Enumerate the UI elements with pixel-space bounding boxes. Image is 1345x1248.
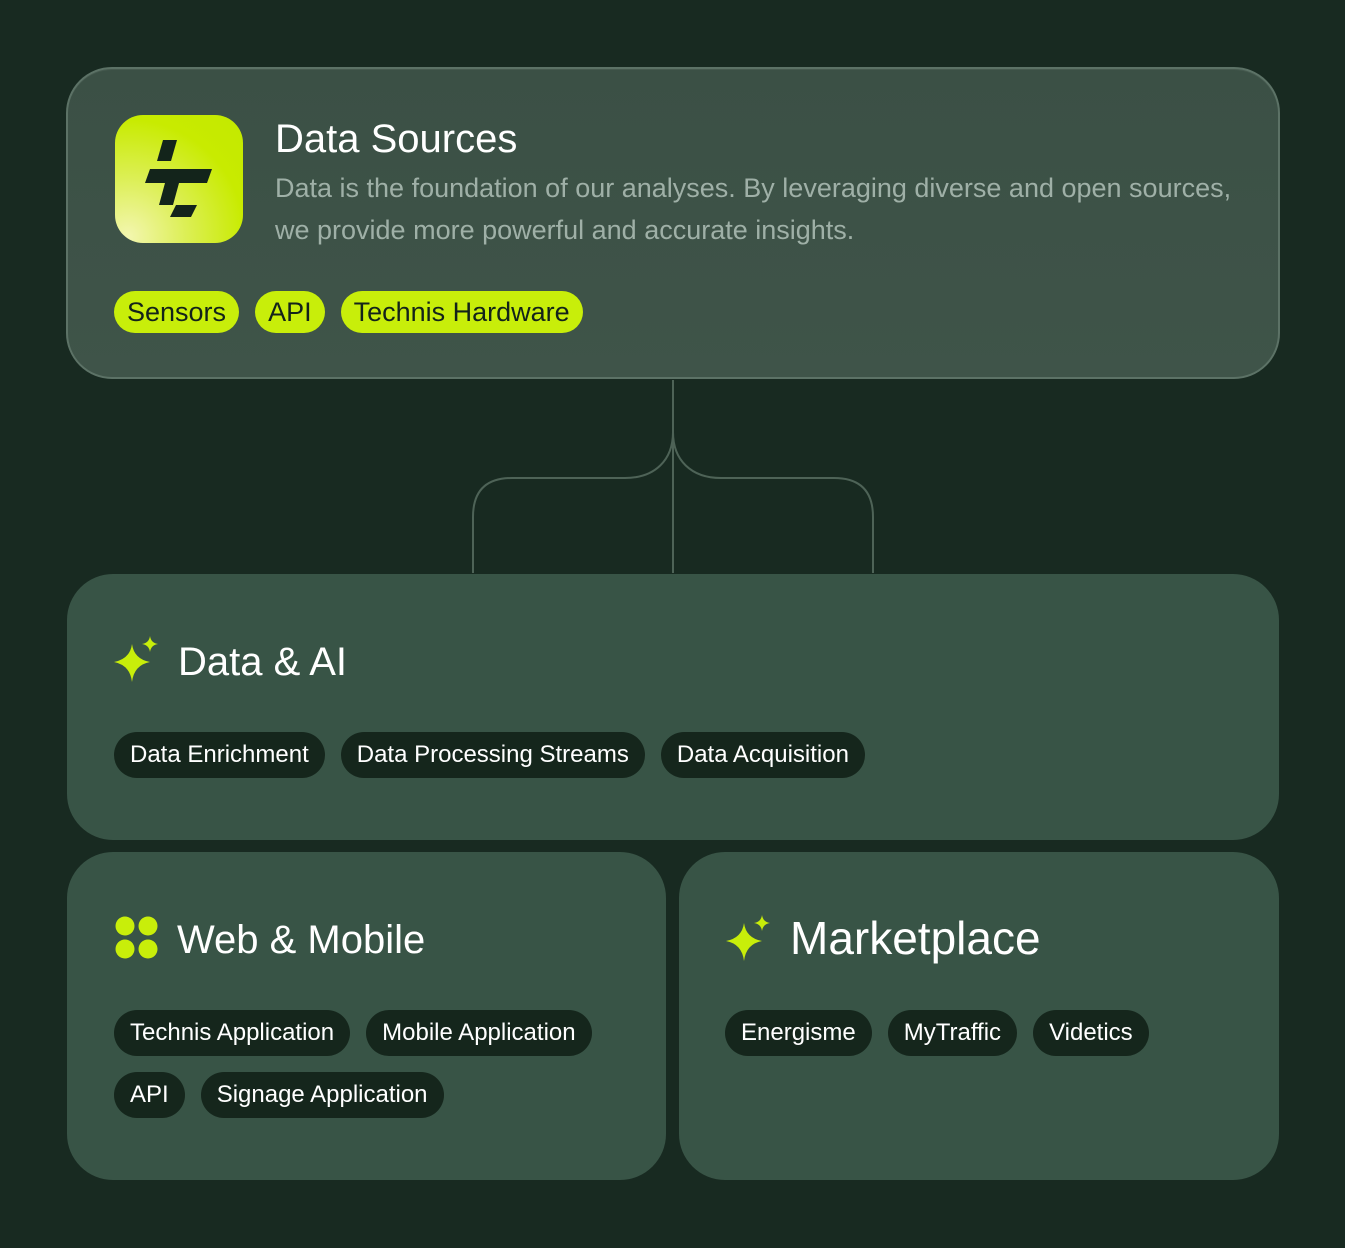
web-mobile-chip-row-1: Technis Application Mobile Application bbox=[114, 1010, 592, 1056]
chip-mobile-application[interactable]: Mobile Application bbox=[366, 1010, 592, 1056]
chip-sensors[interactable]: Sensors bbox=[114, 291, 240, 333]
marketplace-card: Marketplace Energisme MyTraffic Videtics bbox=[679, 852, 1279, 1180]
chip-api[interactable]: API bbox=[114, 1072, 185, 1118]
chip-data-enrichment[interactable]: Data Enrichment bbox=[114, 732, 325, 778]
chip-energisme[interactable]: Energisme bbox=[725, 1010, 872, 1056]
technis-logo-icon bbox=[115, 115, 243, 243]
data-ai-card: Data & AI Data Enrichment Data Processin… bbox=[67, 574, 1279, 840]
chip-data-acquisition[interactable]: Data Acquisition bbox=[660, 732, 865, 778]
chip-videtics[interactable]: Videtics bbox=[1033, 1010, 1149, 1056]
marketplace-title: Marketplace bbox=[790, 912, 1041, 964]
web-mobile-title: Web & Mobile bbox=[177, 918, 426, 962]
chip-technis-hardware[interactable]: Technis Hardware bbox=[340, 291, 583, 333]
chip-mytraffic[interactable]: MyTraffic bbox=[887, 1010, 1018, 1056]
web-mobile-card: Web & Mobile Technis Application Mobile … bbox=[67, 852, 666, 1180]
chip-signage-application[interactable]: Signage Application bbox=[200, 1072, 444, 1118]
web-mobile-chip-row-2: API Signage Application bbox=[114, 1072, 444, 1118]
data-ai-chip-row: Data Enrichment Data Processing Streams … bbox=[114, 732, 865, 778]
data-ai-title: Data & AI bbox=[178, 640, 347, 684]
data-sources-chip-row: Sensors API Technis Hardware bbox=[114, 291, 583, 333]
chip-technis-application[interactable]: Technis Application bbox=[114, 1010, 351, 1056]
four-dots-icon bbox=[115, 916, 158, 959]
data-sources-description: Data is the foundation of our analyses. … bbox=[275, 173, 1232, 245]
data-sources-card: Data Sources Data is the foundation of o… bbox=[66, 67, 1280, 379]
sparkle-icon bbox=[114, 636, 158, 682]
data-sources-title: Data Sources bbox=[275, 117, 518, 161]
sparkle-icon bbox=[726, 915, 770, 961]
chip-api[interactable]: API bbox=[255, 291, 325, 333]
chip-data-processing-streams[interactable]: Data Processing Streams bbox=[340, 732, 645, 778]
marketplace-chip-row: Energisme MyTraffic Videtics bbox=[725, 1010, 1149, 1056]
